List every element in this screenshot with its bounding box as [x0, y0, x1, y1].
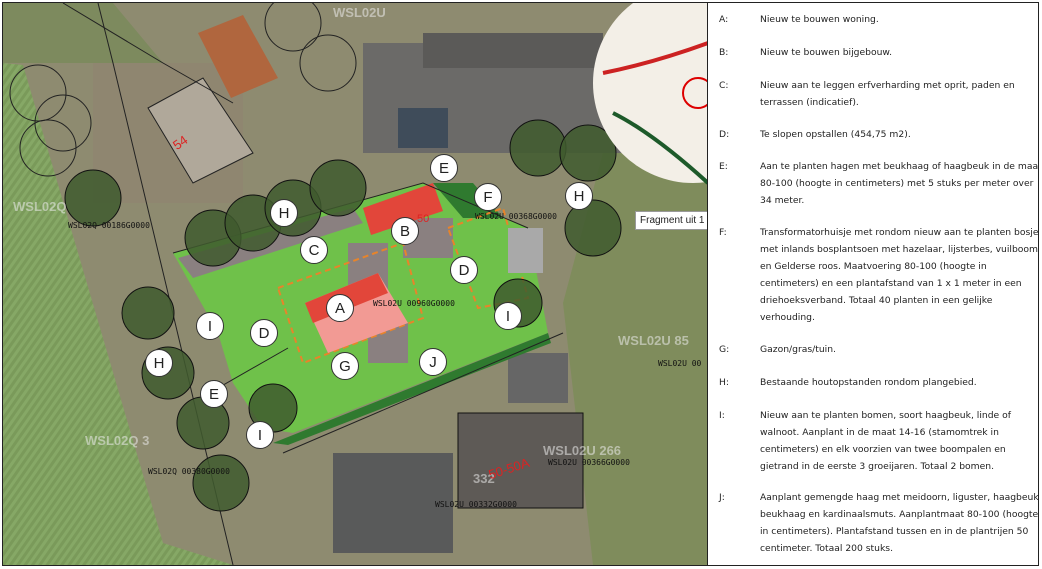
marker-h: H	[270, 199, 298, 227]
legend-panel: A: Nieuw te bouwen woning. B: Nieuw te b…	[709, 3, 1039, 565]
legend-text: Nieuw te bouwen bijgebouw.	[760, 47, 892, 58]
marker-h: H	[145, 349, 173, 377]
marker-i: I	[196, 312, 224, 340]
building-b	[363, 183, 443, 235]
marker-i: I	[494, 302, 522, 330]
roof-orange	[198, 15, 278, 98]
legend-text: Aan te planten hagen met beukhaag of haa…	[760, 161, 1039, 206]
legend-key: F:	[719, 227, 727, 238]
legend-text: Nieuw te bouwen woning.	[760, 14, 879, 25]
legend-key: J:	[719, 492, 725, 503]
parcel-code: WSL02Q 00380G0000	[148, 467, 230, 476]
legend-key: A:	[719, 14, 729, 25]
legend-key: I:	[719, 410, 725, 421]
plot-number: 50	[417, 213, 430, 225]
legend-key: E:	[719, 161, 728, 172]
legend-text: Te slopen opstallen (454,75 m2).	[760, 129, 911, 140]
building-54	[147, 77, 254, 184]
legend-text: Nieuw aan te planten bomen, soort haagbe…	[760, 410, 1011, 472]
marker-d: D	[450, 256, 478, 284]
parcel-code: WSL02Q 00186G0000	[68, 221, 150, 230]
legend-key: D:	[719, 129, 730, 140]
fragment-inset	[593, 3, 707, 183]
marker-g: G	[331, 352, 359, 380]
legend-key: H:	[719, 377, 730, 388]
marker-h: H	[565, 182, 593, 210]
marker-d: D	[250, 319, 278, 347]
legend-key: C:	[719, 80, 729, 91]
zone-label: WSL02U 85	[618, 333, 689, 348]
legend-key: B:	[719, 47, 729, 58]
parcel-code: WSL02U 00368G0000	[475, 212, 557, 221]
legend-key: G:	[719, 344, 730, 355]
marker-e: E	[430, 154, 458, 182]
aerial-map-drawing	[3, 3, 707, 565]
parcel-code: WSL02U 00	[658, 359, 702, 368]
marker-f: F	[474, 183, 502, 211]
parcel-code: WSL02U 00960G0000	[373, 299, 455, 308]
zone-label: WSL02U 266	[543, 443, 622, 458]
marker-i: I	[246, 421, 274, 449]
legend-text: Bestaande houtopstanden rondom plangebie…	[760, 377, 977, 388]
parcel-code: WSL02U 00366G0000	[548, 458, 630, 467]
hedge-j	[273, 333, 551, 445]
zone-label: 332	[473, 471, 495, 486]
zone-label: WSL02Q 3	[85, 433, 150, 448]
fragment-label: Fragment uit 1	[635, 211, 707, 230]
demolish-outline-1	[276, 241, 425, 365]
parcel-code: WSL02U 00332G0000	[435, 500, 517, 509]
zone-label: WSL02U	[333, 5, 386, 20]
legend-text: Gazon/gras/tuin.	[760, 344, 836, 355]
legend-text: Nieuw aan te leggen erfverharding met op…	[760, 80, 1015, 108]
marker-a: A	[326, 294, 354, 322]
legend-text: Transformatorhuisje met rondom nieuw aan…	[760, 227, 1039, 323]
marker-b: B	[391, 217, 419, 245]
zone-label: WSL02Q	[13, 199, 67, 214]
marker-e: E	[200, 380, 228, 408]
marker-c: C	[300, 236, 328, 264]
marker-j: J	[419, 348, 447, 376]
site-plan-map: WSL02U WSL02Q WSL02U 85 WSL02Q 3 WSL02U …	[3, 3, 708, 565]
legend-text: Aanplant gemengde haag met meidoorn, lig…	[760, 492, 1039, 554]
